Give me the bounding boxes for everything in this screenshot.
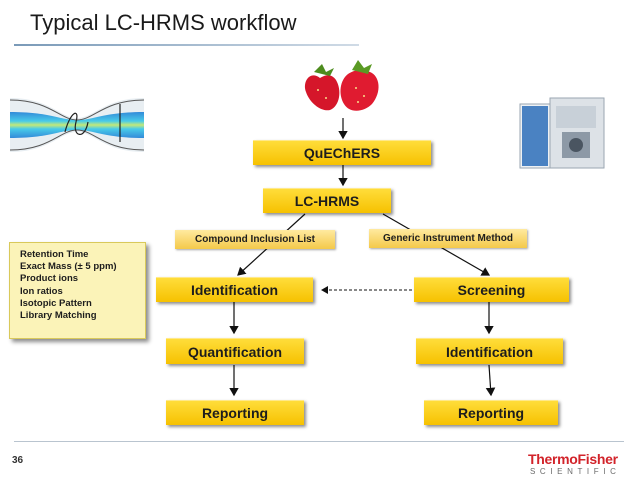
criteria-item: Library Matching — [20, 310, 97, 322]
title-underline — [14, 44, 359, 46]
screening-box: Screening — [414, 277, 569, 302]
page-number: 36 — [12, 455, 24, 466]
criteria-item: Exact Mass (± 5 ppm) — [20, 261, 117, 273]
quechers-box: QuEChERS — [253, 140, 431, 165]
quantification-box: Quantification — [166, 338, 304, 364]
reporting-box: Reporting — [166, 400, 304, 425]
identification-criteria-box: Retention Time Exact Mass (± 5 ppm) Prod… — [9, 242, 146, 339]
footer-divider — [14, 441, 624, 442]
lchrms-box: LC-HRMS — [263, 188, 391, 213]
criteria-item: Product ions — [20, 273, 79, 285]
orbitrap-trace-image — [10, 98, 144, 152]
generic-instrument-method-tab: Generic Instrument Method — [369, 229, 527, 248]
reporting-box-right: Reporting — [424, 400, 558, 425]
arrow-identification-to-reporting-right — [485, 364, 496, 397]
criteria-item: Retention Time — [20, 249, 89, 260]
strawberries-image — [304, 60, 379, 111]
mass-spectrometer-image — [519, 97, 605, 169]
company-logo-subtext: SCIENTIFIC — [530, 467, 621, 476]
slide-title: Typical LC-HRMS workflow — [30, 10, 297, 35]
criteria-item: Isotopic Pattern — [20, 297, 92, 309]
identification-box-right: Identification — [416, 338, 563, 364]
compound-inclusion-list-tab: Compound Inclusion List — [175, 230, 335, 249]
identification-box: Identification — [156, 277, 313, 302]
criteria-item: Ion ratios — [20, 285, 63, 297]
company-logo-text: ThermoFisher — [528, 451, 618, 467]
